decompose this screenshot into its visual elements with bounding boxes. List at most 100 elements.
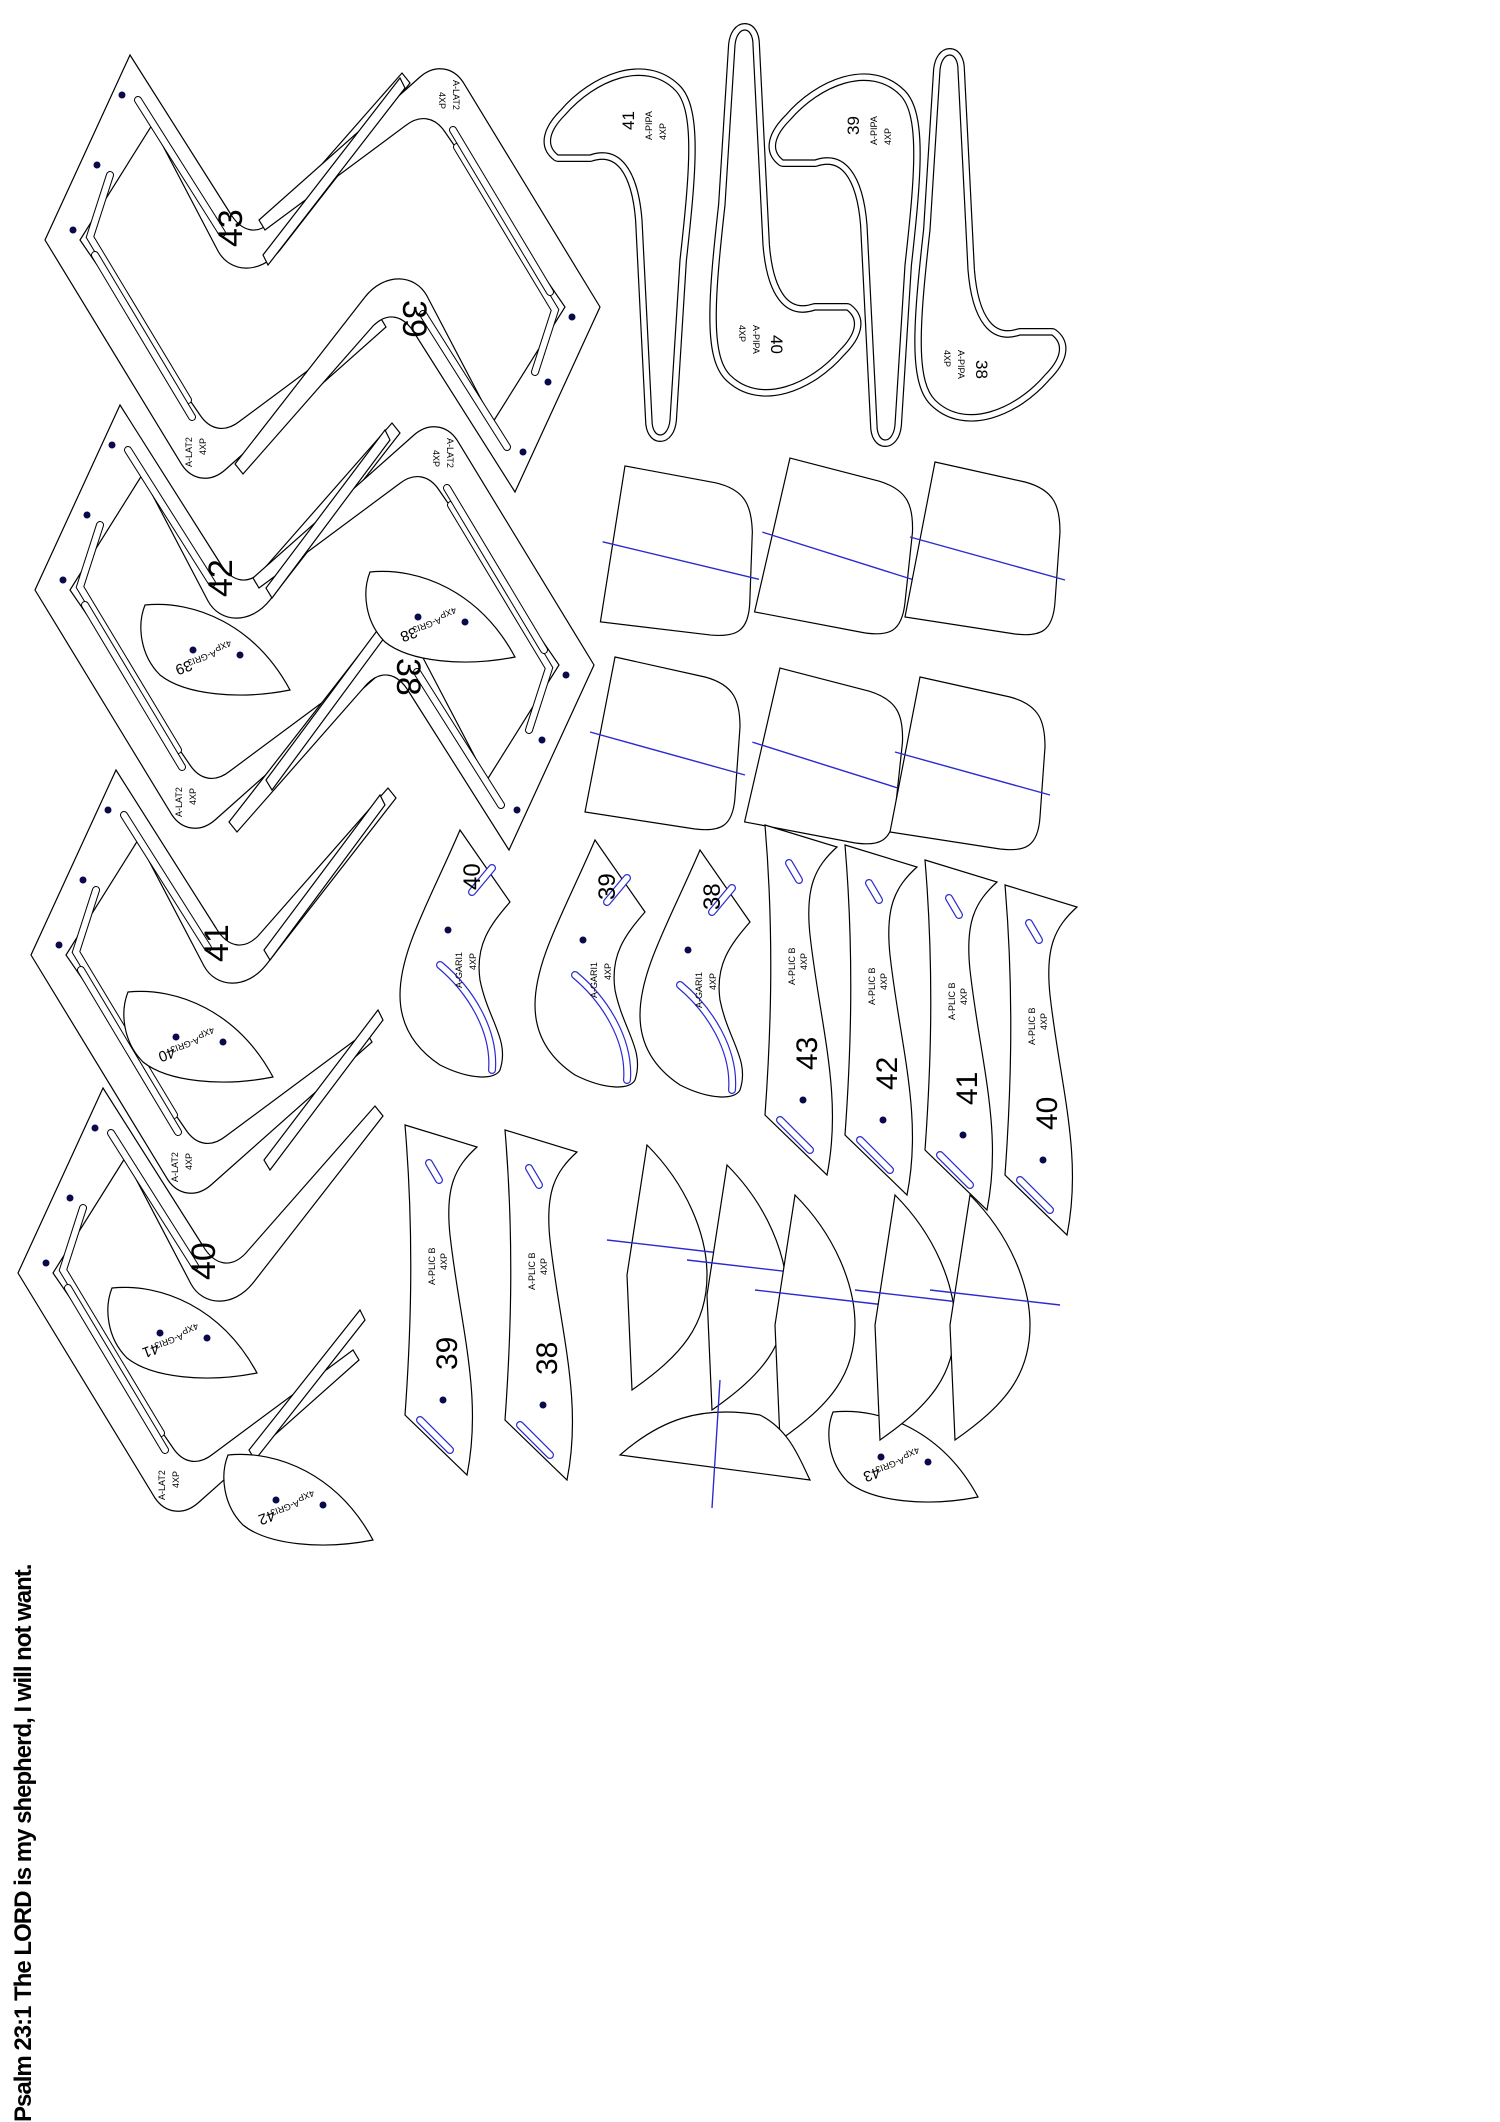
marker-dot <box>91 1124 99 1132</box>
slot-outline <box>135 97 225 236</box>
grain-line <box>754 1289 886 1306</box>
plic-b-outline <box>404 1124 479 1477</box>
grain-line <box>894 751 1051 796</box>
wedge-piece <box>606 1143 738 1392</box>
slot-outline <box>86 172 191 403</box>
piece-code: A-PLIC B <box>947 982 957 1020</box>
wedge-piece <box>743 667 906 845</box>
slot-outline <box>604 875 630 905</box>
wedge-piece <box>753 457 916 635</box>
psalm-caption: Psalm 23:1 The LORD is my shepherd, I wi… <box>10 1564 37 2122</box>
size-number: 41 <box>951 1072 984 1105</box>
wedge-outline <box>874 1193 956 1442</box>
size-number: 42 <box>871 1057 904 1090</box>
marker-dot <box>461 618 469 626</box>
piece-code: A-LAT2 <box>170 1152 180 1182</box>
size-number: 38 <box>389 658 427 696</box>
size-number: 40 <box>459 863 486 890</box>
marker-dot <box>93 161 101 169</box>
size-number: 38 <box>531 1342 564 1375</box>
wedge-outline <box>774 1193 856 1442</box>
pipa-cut-outline <box>774 79 915 441</box>
grain-line <box>602 541 760 581</box>
slot-outline <box>1017 1177 1053 1213</box>
piece-code: A-GARI1 <box>589 962 599 998</box>
pipa-cut-outline <box>920 54 1061 416</box>
piece-code: A-LAT2 <box>157 1470 167 1500</box>
piece-qty: 4XP <box>431 450 441 467</box>
size-number: 39 <box>594 873 621 900</box>
wedge-outline <box>743 667 904 845</box>
slot-outline <box>59 1205 164 1436</box>
piece-code: A-PIPA <box>644 111 654 140</box>
marker-dot <box>189 646 197 654</box>
slot-outline <box>125 447 215 586</box>
marker-dot <box>414 613 422 621</box>
marker-dot <box>42 1259 50 1267</box>
marker-dot <box>684 946 692 954</box>
size-number: 40 <box>185 1242 223 1280</box>
slot-outline <box>866 880 882 903</box>
marker-dot <box>519 448 527 456</box>
marker-dot <box>272 1496 280 1504</box>
slot-outline <box>526 1165 542 1188</box>
slot-outline <box>572 972 630 1083</box>
marker-dot <box>1039 1156 1047 1164</box>
piece-code: A-LAT2 <box>445 438 455 468</box>
piece-code: A-LAT2 <box>184 437 194 467</box>
slot-outline <box>946 895 962 918</box>
strip-piece <box>263 1008 384 1172</box>
piece-qty: 4XP <box>708 973 718 990</box>
gri3-outline <box>107 1286 258 1379</box>
slot-outline <box>448 502 553 733</box>
slot-outline <box>82 602 185 770</box>
grain-line <box>762 531 916 582</box>
size-number: 38 <box>699 883 726 910</box>
wedge-outline <box>949 1193 1031 1442</box>
marker-dot <box>539 1401 547 1409</box>
piece-code: A-PLIC B <box>427 1247 437 1285</box>
size-number: 41 <box>619 111 638 130</box>
marker-dot <box>959 1131 967 1139</box>
piece-qty: 4XP <box>198 438 208 455</box>
pipa-cut-outline <box>715 29 856 391</box>
size-number: 43 <box>212 209 250 247</box>
slot-outline <box>777 1117 813 1153</box>
piece-qty: 4XP <box>959 988 969 1005</box>
wedge-outline <box>889 676 1046 851</box>
slot-outline <box>857 1137 893 1173</box>
marker-dot <box>439 1396 447 1404</box>
wedge-outline <box>706 1163 788 1412</box>
piece-qty: 4XP <box>603 963 613 980</box>
size-number: 38 <box>972 360 991 379</box>
marker-dot <box>924 1458 932 1466</box>
gri3-outline <box>365 570 516 663</box>
marker-dot <box>79 876 87 884</box>
slot-outline <box>414 669 504 808</box>
slot-outline <box>1026 920 1042 943</box>
marker-dot <box>513 806 521 814</box>
piece-qty: 4XP <box>171 1471 181 1488</box>
grain-line <box>909 536 1066 581</box>
slot-outline <box>444 485 547 653</box>
wedge-piece <box>854 1193 986 1442</box>
piece-qty: 4XP <box>184 1153 194 1170</box>
marker-dot <box>59 576 67 584</box>
size-number: 41 <box>198 924 236 962</box>
piece-code: A-PLIC B <box>787 947 797 985</box>
piece-qty: 4XP <box>439 1253 449 1270</box>
wedge-outline <box>904 461 1061 636</box>
grain-line <box>589 731 746 776</box>
size-number: 40 <box>767 335 786 354</box>
marker-dot <box>66 1194 74 1202</box>
marker-dot <box>108 441 116 449</box>
lat2-piece: 41A-LAT2 4XP <box>30 768 397 1194</box>
slot-outline <box>937 1152 973 1188</box>
